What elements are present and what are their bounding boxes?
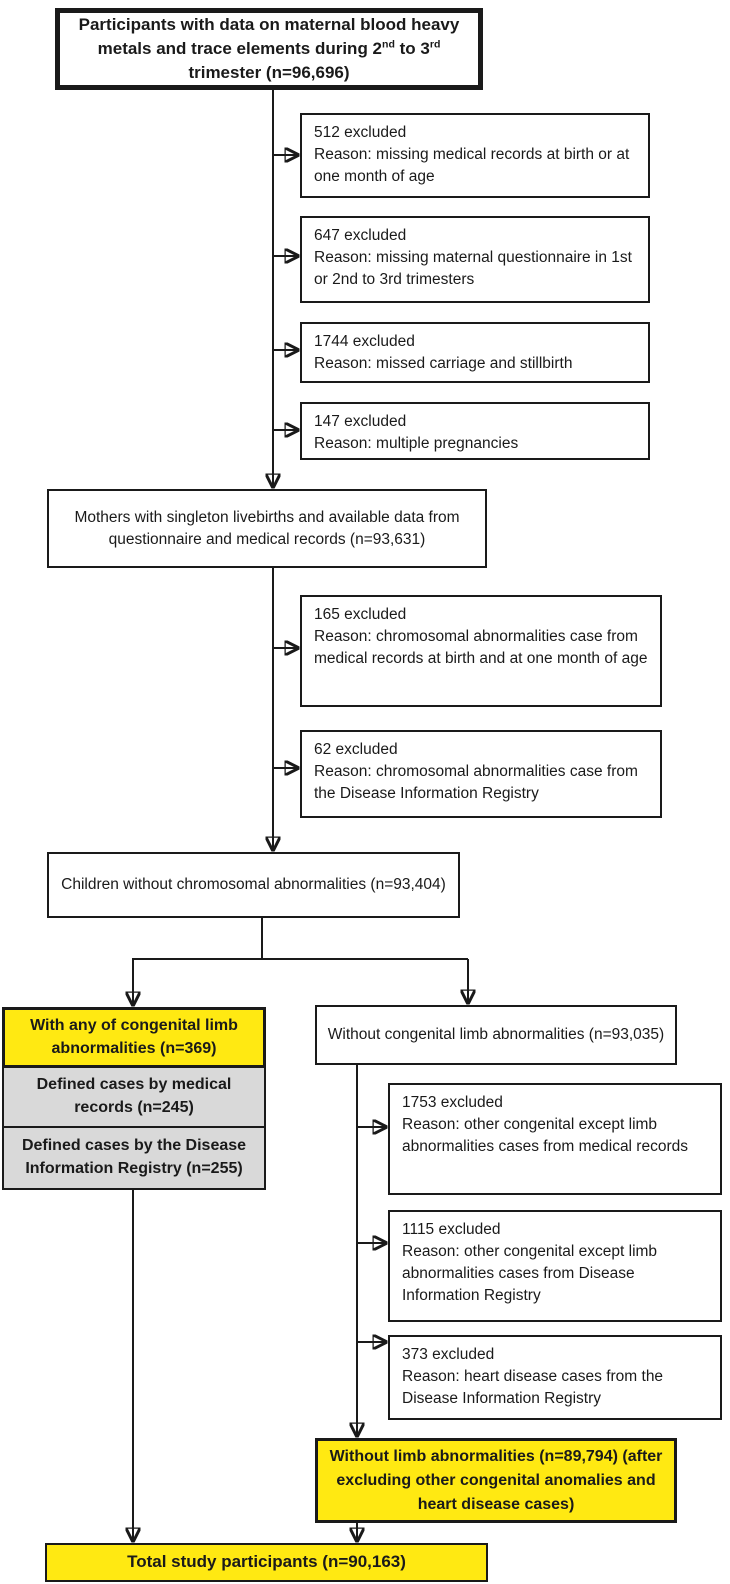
without-limb-final-text: Without limb abnormalities (n=89,794) (a… <box>329 1447 663 1513</box>
excluded-reason: Reason: chromosomal abnormalities case f… <box>314 628 648 667</box>
box-excluded-512: 512 excluded Reason: missing medical rec… <box>300 113 650 198</box>
excluded-count: 62 excluded <box>314 741 398 758</box>
excluded-reason: Reason: multiple pregnancies <box>314 435 519 452</box>
excluded-reason: Reason: missing maternal questionnaire i… <box>314 249 632 288</box>
box-children-no-chromosomal: Children without chromosomal abnormaliti… <box>47 852 460 918</box>
without-limb-text: Without congenital limb abnormalities (n… <box>327 1026 665 1043</box>
branch-trunk <box>132 918 468 960</box>
box-excluded-1744: 1744 excluded Reason: missed carriage an… <box>300 322 650 383</box>
with-limb-text: With any of congenital limb abnormalitie… <box>30 1016 238 1057</box>
box-excluded-1115: 1115 excluded Reason: other congenital e… <box>388 1210 722 1322</box>
box-defined-medical-records: Defined cases by medical records (n=245) <box>2 1066 266 1128</box>
excluded-count: 147 excluded <box>314 413 407 430</box>
box-without-limb-final: Without limb abnormalities (n=89,794) (a… <box>315 1438 677 1523</box>
excluded-count: 1753 excluded <box>402 1094 503 1111</box>
excluded-reason: Reason: other congenital except limb abn… <box>402 1116 688 1155</box>
excluded-count: 647 excluded <box>314 227 407 244</box>
total-text: Total study participants (n=90,163) <box>127 1552 406 1572</box>
defined-registry-text: Defined cases by the Disease Information… <box>21 1137 247 1177</box>
defined-medical-text: Defined cases by medical records (n=245) <box>36 1076 232 1116</box>
box-without-limb-abnormalities: Without congenital limb abnormalities (n… <box>315 1005 677 1065</box>
excluded-reason: Reason: missing medical records at birth… <box>314 146 630 185</box>
box-participants-top: Participants with data on maternal blood… <box>55 8 483 90</box>
excluded-count: 512 excluded <box>314 124 407 141</box>
box-excluded-147: 147 excluded Reason: multiple pregnancie… <box>300 402 650 460</box>
box-excluded-373: 373 excluded Reason: heart disease cases… <box>388 1335 722 1420</box>
box-defined-disease-registry: Defined cases by the Disease Information… <box>2 1126 266 1190</box>
excluded-reason: Reason: heart disease cases from the Dis… <box>402 1368 664 1407</box>
box-excluded-165: 165 excluded Reason: chromosomal abnorma… <box>300 595 662 707</box>
excluded-count: 1744 excluded <box>314 333 415 350</box>
excluded-reason: Reason: missed carriage and stillbirth <box>314 355 573 372</box>
box-excluded-62: 62 excluded Reason: chromosomal abnormal… <box>300 730 662 818</box>
box-total-participants: Total study participants (n=90,163) <box>45 1543 488 1582</box>
children-text: Children without chromosomal abnormaliti… <box>61 876 446 893</box>
box-with-limb-abnormalities: With any of congenital limb abnormalitie… <box>2 1007 266 1068</box>
excluded-count: 1115 excluded <box>402 1221 501 1238</box>
mothers-text: Mothers with singleton livebirths and av… <box>74 508 460 548</box>
participants-top-text: Participants with data on maternal blood… <box>78 14 460 83</box>
box-excluded-1753: 1753 excluded Reason: other congenital e… <box>388 1083 722 1195</box>
excluded-reason: Reason: chromosomal abnormalities case f… <box>314 763 638 802</box>
box-mothers-singleton: Mothers with singleton livebirths and av… <box>47 489 487 568</box>
excluded-reason: Reason: other congenital except limb abn… <box>402 1243 658 1304</box>
box-excluded-647: 647 excluded Reason: missing maternal qu… <box>300 216 650 303</box>
excluded-count: 373 excluded <box>402 1346 495 1363</box>
excluded-count: 165 excluded <box>314 606 407 623</box>
